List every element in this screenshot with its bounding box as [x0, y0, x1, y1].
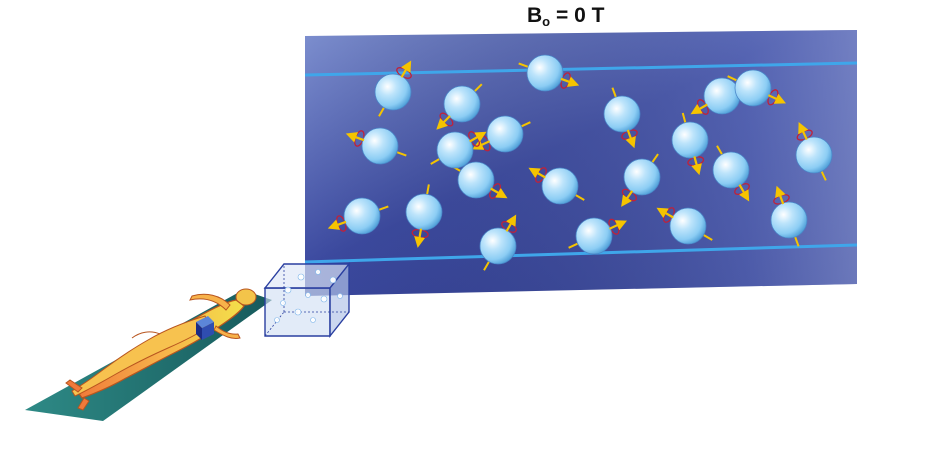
proton-sphere — [734, 69, 772, 107]
proton-sphere — [436, 131, 474, 169]
magnetization-panel — [304, 30, 858, 296]
spin-axis-tail — [377, 205, 389, 212]
spin-arrow — [436, 115, 451, 130]
spin-axis-tail — [574, 193, 585, 201]
proton-8 — [345, 127, 407, 165]
spin-arrow — [528, 167, 546, 179]
spin-axis-tail — [483, 260, 491, 271]
proton-6 — [603, 87, 641, 149]
spin-axis-tail — [820, 169, 827, 181]
spin-axis-tail — [568, 242, 580, 249]
proton-5 — [727, 69, 786, 107]
spin-axis-tail — [681, 112, 687, 124]
proton-18 — [656, 207, 713, 245]
field-subscript: o — [542, 14, 551, 29]
spin-axis-tail — [702, 233, 713, 241]
spin-axis-tail — [793, 235, 800, 247]
spin-arrow — [560, 76, 580, 87]
patient-body — [65, 288, 257, 411]
proton-sphere — [575, 217, 613, 255]
spin-axis-tail — [430, 157, 441, 165]
spin-axis-tail — [518, 62, 530, 69]
field-strength-title: Bo = 0 T — [527, 4, 604, 29]
spin-arrow — [738, 184, 750, 202]
patient-figure — [25, 288, 272, 421]
spin-axis-tail — [425, 184, 430, 196]
proton-sphere — [712, 151, 750, 189]
spin-axis-tail — [716, 145, 724, 156]
tissue-voxel — [196, 316, 214, 340]
spin-arrow — [505, 214, 517, 232]
spin-arrow — [469, 131, 487, 143]
proton-sphere — [443, 85, 481, 123]
proton-14 — [327, 197, 389, 235]
proton-sphere — [669, 207, 707, 245]
proton-layer — [327, 54, 833, 271]
proton-7 — [472, 115, 531, 153]
proton-11 — [621, 153, 661, 207]
spin-arrow — [767, 93, 786, 104]
proton-20 — [430, 131, 487, 169]
proton-sphere — [770, 201, 808, 239]
proton-sphere — [671, 121, 709, 159]
spin-axis-tail — [473, 83, 483, 93]
field-line-bottom — [304, 243, 858, 264]
proton-sphere — [361, 127, 399, 165]
proton-sphere — [343, 197, 381, 235]
spin-arrow — [327, 219, 347, 230]
spin-axis-tail — [519, 121, 531, 128]
spin-arrow — [691, 156, 702, 176]
field-value: = 0 T — [555, 4, 605, 27]
spin-arrow — [656, 207, 674, 219]
proton-16 — [479, 214, 517, 271]
spin-arrow — [625, 129, 636, 149]
spin-arrow — [621, 190, 634, 207]
spin-axis-tail — [395, 150, 407, 157]
proton-21 — [671, 112, 709, 176]
spin-axis-tail — [611, 87, 618, 99]
spin-arrow — [798, 122, 809, 141]
proton-19 — [770, 185, 808, 247]
spin-axis-tail — [727, 75, 739, 82]
proton-1 — [374, 60, 412, 117]
proton-3 — [436, 83, 483, 130]
proton-sphere — [603, 95, 641, 133]
field-symbol: B — [527, 4, 543, 27]
spin-axis-tail — [378, 106, 386, 117]
spin-arrow — [414, 228, 426, 248]
proton-sphere — [526, 54, 564, 92]
field-line-top — [304, 61, 858, 77]
proton-13 — [795, 122, 833, 181]
proton-sphere — [479, 227, 517, 265]
spin-axis-tail — [650, 153, 659, 164]
proton-2 — [518, 54, 580, 92]
proton-sphere — [457, 161, 495, 199]
proton-9 — [451, 161, 508, 199]
proton-17 — [568, 217, 627, 255]
proton-10 — [528, 167, 585, 205]
proton-sphere — [623, 158, 661, 196]
spin-arrow — [400, 60, 412, 78]
proton-sphere — [703, 77, 741, 115]
spin-arrow — [690, 103, 708, 115]
spin-arrow — [345, 132, 365, 143]
proton-sphere — [486, 115, 524, 153]
proton-12 — [712, 145, 750, 202]
proton-15 — [405, 184, 443, 248]
proton-sphere — [541, 167, 579, 205]
proton-sphere — [405, 193, 443, 231]
voxel-cube — [263, 261, 351, 339]
proton-sphere — [795, 136, 833, 174]
spin-arrow — [775, 185, 786, 205]
proton-sphere — [374, 73, 412, 111]
spin-arrow — [490, 187, 508, 199]
spin-arrow — [608, 220, 627, 231]
